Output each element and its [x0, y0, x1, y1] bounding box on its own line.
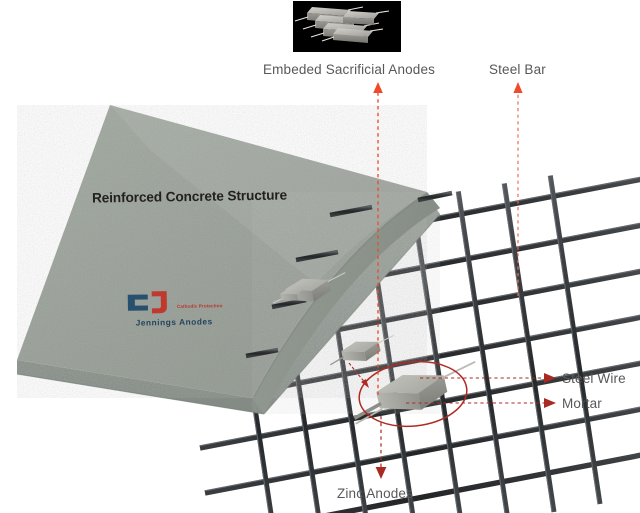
- logo-tagline: Cathodic Protection: [176, 303, 223, 309]
- leader-embedded-anodes: [373, 82, 383, 395]
- leader-mortar: [406, 398, 556, 408]
- logo-mark-icon: [127, 291, 167, 314]
- magnified-anode-ellipse: [358, 360, 468, 428]
- callout-label-zinc-anodes: Zinc Anodes: [337, 486, 413, 501]
- rebar-stubs: [245, 190, 453, 359]
- anode-block: [280, 286, 308, 301]
- embedded-sacrificial-anodes-photo: [293, 1, 401, 52]
- callout-leaders: [373, 82, 556, 479]
- anode-blocks: [272, 272, 476, 425]
- slab-front-edge: [17, 196, 440, 414]
- logo-name: Jennings Anodes: [135, 316, 213, 328]
- slab-title: Reinforced Concrete Structure: [91, 187, 288, 206]
- leader-zinc-anodes: [375, 416, 387, 479]
- leader-steel-bar: [513, 82, 523, 296]
- slab-top-surface: [17, 105, 427, 398]
- leader-steel-wire: [420, 373, 556, 383]
- callout-label-embedded-anodes: Embeded Sacrificial Anodes: [263, 62, 435, 77]
- zoom-pointer-arrow: [348, 362, 369, 388]
- anode-block-magnified: [353, 360, 476, 425]
- anode-block: [329, 335, 394, 366]
- photo-anode-bars: [294, 6, 390, 43]
- concrete-slab: [16, 105, 453, 415]
- jennings-anodes-logo: Cathodic Protection Jennings Anodes: [120, 288, 229, 334]
- callout-label-steel-bar: Steel Bar: [489, 62, 546, 77]
- callout-label-mortar: Mortar: [562, 396, 602, 411]
- slab-cut-face: [252, 192, 440, 414]
- callout-label-steel-wire: Steel Wire: [562, 371, 626, 386]
